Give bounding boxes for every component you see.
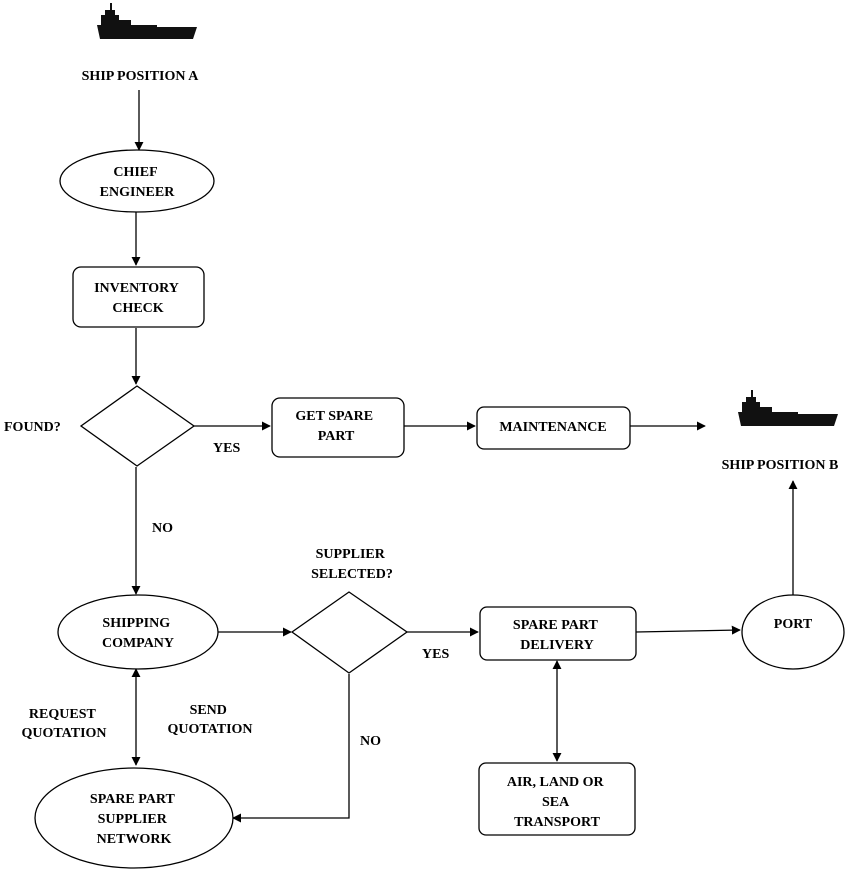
spare-part-supplier-network-node [34,767,234,869]
ship-a-label: SHIP POSITION A [82,69,200,84]
supplier-selected-label: SUPPLIER SELECTED? [311,547,393,582]
port-node [741,594,845,670]
supplier-network-label: SPARE PART SUPPLIER NETWORK [90,792,178,847]
ship-a-icon [97,3,197,39]
chief-engineer-label: CHIEF ENGINEER [100,165,176,200]
ship-b-label: SHIP POSITION B [722,458,839,473]
transport-node [478,762,636,836]
found-question-label: FOUND? [4,420,61,435]
found-yes-label: YES [213,441,240,456]
send-quotation-label: SEND QUOTATION [167,703,252,737]
get-spare-part-node [271,397,405,458]
supplier-yes-label: YES [422,647,449,662]
port-label: PORT [774,617,813,632]
maintenance-label: MAINTENANCE [499,420,606,435]
found-no-label: NO [152,521,173,536]
maintenance-node [476,406,631,450]
supplier-no-label: NO [360,734,381,749]
shipping-company-label: SHIPPING COMPANY [102,616,174,651]
chief-engineer-node [59,149,215,213]
edge-supplier-no [232,674,350,823]
ship-b-icon [738,390,838,426]
spare-part-delivery-node [479,606,637,661]
found-decision-node [79,385,196,467]
transport-label: AIR, LAND OR SEA TRANSPORT [507,775,607,830]
get-spare-part-label: GET SPARE PART [295,409,376,444]
spare-part-delivery-label: SPARE PART DELIVERY [513,618,601,653]
inventory-check-label: INVENTORY CHECK [94,281,182,316]
inventory-check-node [72,266,205,328]
shipping-company-node [57,594,219,670]
edge-delivery-to-port [635,625,741,635]
supplier-selected-decision-node [290,591,409,674]
request-quotation-label: REQUEST QUOTATION [21,707,106,741]
